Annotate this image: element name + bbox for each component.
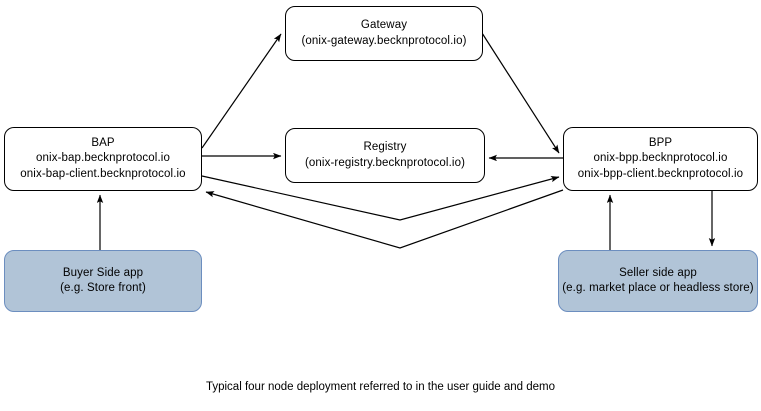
diagram-caption: Typical four node deployment referred to… (205, 381, 556, 393)
node-gateway[interactable]: Gateway (onix-gateway.becknprotocol.io) (285, 6, 483, 61)
edge-gateway-to-bpp (481, 32, 560, 154)
node-seller-title: Seller side app (619, 266, 697, 279)
node-registry-title: Registry (363, 141, 407, 154)
node-bpp-subtitle-2: onix-bpp-client.becknprotocol.io (577, 167, 744, 180)
node-seller-subtitle: (e.g. market place or headless store) (562, 282, 754, 294)
node-buyer-subtitle: (e.g. Store front) (60, 282, 146, 294)
edge-bap-to-gateway (201, 33, 282, 149)
node-seller-side-app[interactable]: Seller side app (e.g. market place or he… (558, 250, 758, 312)
node-bpp-title: BPP (648, 137, 673, 150)
node-bap-title: BAP (91, 137, 115, 150)
node-bpp-subtitle: onix-bpp.becknprotocol.io (593, 152, 728, 165)
node-bap-subtitle: onix-bap.becknprotocol.io (36, 152, 170, 165)
node-bap[interactable]: BAP onix-bap.becknprotocol.io onix-bap-c… (4, 127, 202, 191)
edge-bpp-to-bap (205, 189, 564, 249)
node-gateway-title: Gateway (360, 19, 408, 32)
node-gateway-subtitle: (onix-gateway.becknprotocol.io) (301, 34, 467, 47)
node-registry-subtitle: (onix-registry.becknprotocol.io) (304, 156, 466, 169)
node-registry[interactable]: Registry (onix-registry.becknprotocol.io… (285, 128, 485, 183)
node-buyer-side-app[interactable]: Buyer Side app (e.g. Store front) (4, 250, 202, 312)
node-bpp[interactable]: BPP onix-bpp.becknprotocol.io onix-bpp-c… (563, 127, 758, 191)
node-buyer-title: Buyer Side app (62, 266, 144, 279)
node-bap-subtitle-2: onix-bap-client.becknprotocol.io (20, 167, 186, 180)
